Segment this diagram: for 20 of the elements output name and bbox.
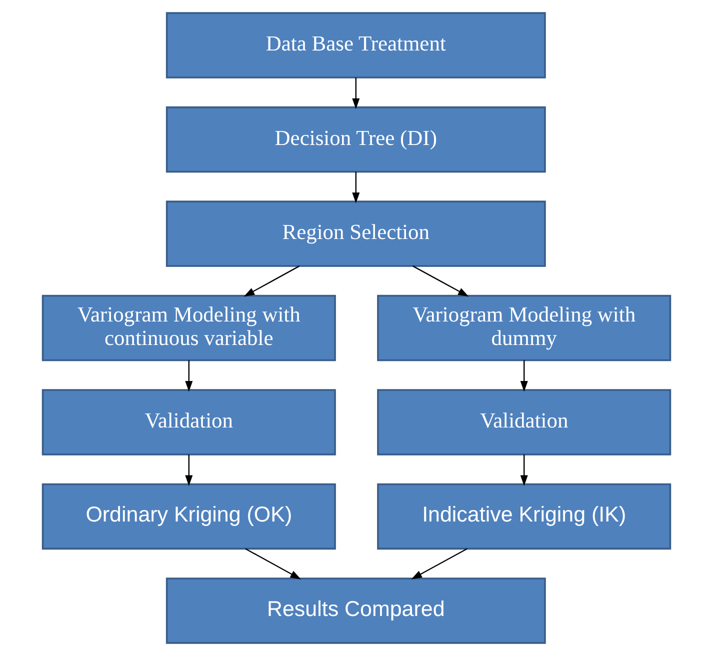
arrow <box>520 454 528 486</box>
arrow <box>520 360 528 392</box>
arrow <box>410 548 467 580</box>
node-box: Validation <box>376 389 671 456</box>
node-box: Variogram Modeling with dummy <box>376 294 671 362</box>
arrow <box>184 360 192 392</box>
node-box: Validation <box>41 389 336 456</box>
node-box: Region Selection <box>165 200 546 267</box>
node-box: Data Base Treatment <box>165 12 546 78</box>
arrow <box>244 548 300 580</box>
node-box: Ordinary Kriging (OK) <box>41 483 336 550</box>
node-box: Indicative Kriging (IK) <box>376 483 671 550</box>
arrow <box>352 78 360 110</box>
arrow <box>184 454 192 486</box>
arrow <box>352 172 360 204</box>
node-box: Results Compared <box>165 578 546 644</box>
node-box: Decision Tree (DI) <box>165 106 546 173</box>
arrow <box>412 266 468 297</box>
arrow <box>243 266 300 297</box>
node-box: Variogram Modeling with continuous variable <box>41 294 336 362</box>
